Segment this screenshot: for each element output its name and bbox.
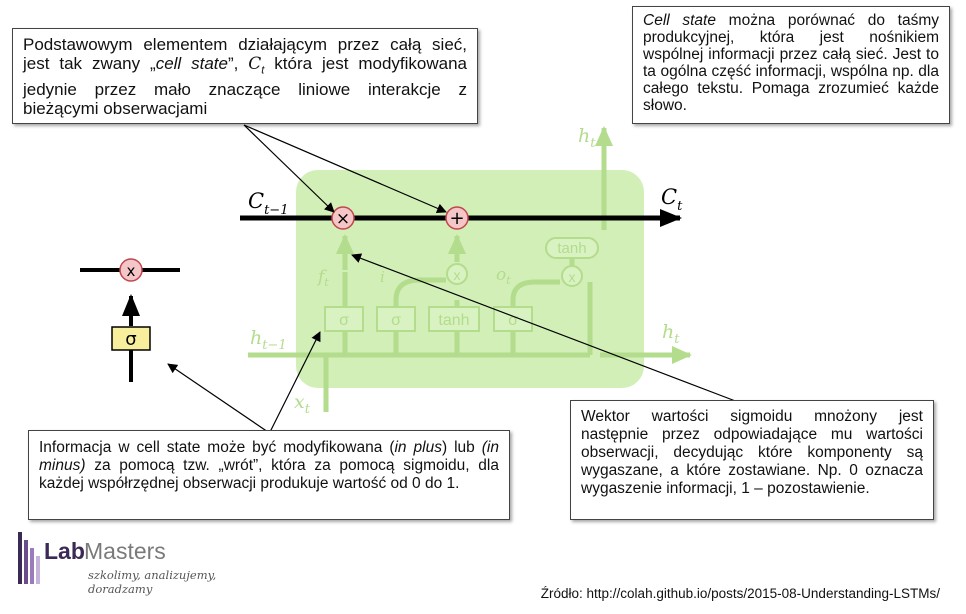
h-prev-sub: t−1 [262,338,286,353]
c-prev-label: Ct−1 [248,189,288,218]
logo-lab: Lab [44,538,85,564]
svg-text:ot: ot [496,265,511,287]
labmasters-logo: Lab Masters szkolimy, analizujemy, dorad… [18,530,248,596]
h-top-label: h [578,125,590,147]
h-out-label: h [662,321,674,343]
i-label: i [380,268,385,286]
x-in-label: x [294,391,305,413]
svg-text:ht: ht [662,321,680,347]
svg-text:ht: ht [578,125,596,151]
gate-mult-symbol: x [127,262,136,280]
annotation-cell-state-definition: Podstawowym elementem działającym przez … [12,28,478,124]
gate-label-3: tanh [438,312,469,329]
add-symbol: + [449,208,464,229]
o-label: o [496,265,506,285]
gate-sigma-label: σ [125,329,136,350]
logo-tagline: szkolimy, analizujemy, doradzamy [88,568,217,596]
o-sub: t [506,274,511,287]
faded-mult-1: x [454,267,461,283]
annotation-gates: Informacja w cell state może być modyfik… [28,430,510,520]
annotation-conveyor-belt: Cell state można porównać do taśmy produ… [632,6,950,124]
c-next-label: Ct [661,185,683,214]
faded-mult-2: x [569,269,576,285]
source-credit: Źródło: http://colah.github.io/posts/201… [540,586,940,601]
gate-label-2: σ [391,312,401,329]
h-out-sub: t [674,332,680,347]
f-sub: t [324,276,329,289]
faded-gates: σ σ tanh σ x x tanh [324,237,599,332]
gate-diagram: x σ [80,258,180,382]
logo-mark [18,532,40,584]
annotation-sigmoid-vector: Wektor wartości sigmoidu mnożony jest na… [570,400,934,520]
pointer-arrows [167,124,739,433]
multiply-op [331,206,355,230]
svg-text:ft: ft [316,267,329,289]
f-label: f [316,267,327,287]
add-op [445,206,469,230]
x-in-sub: t [305,402,311,417]
h-top-sub: t [590,136,596,151]
gate-label-4: σ [508,312,518,329]
gate-label-1: σ [339,312,349,329]
logo-masters: Masters [84,538,166,564]
svg-text:xt: xt [294,391,311,417]
faded-labels: ft i ot ht−1 ht ht xt [250,125,680,417]
tanh-top-label: tanh [557,240,586,257]
multiply-symbol: × [336,209,350,229]
svg-text:ht−1: ht−1 [250,327,287,353]
h-prev-label: h [250,327,262,349]
